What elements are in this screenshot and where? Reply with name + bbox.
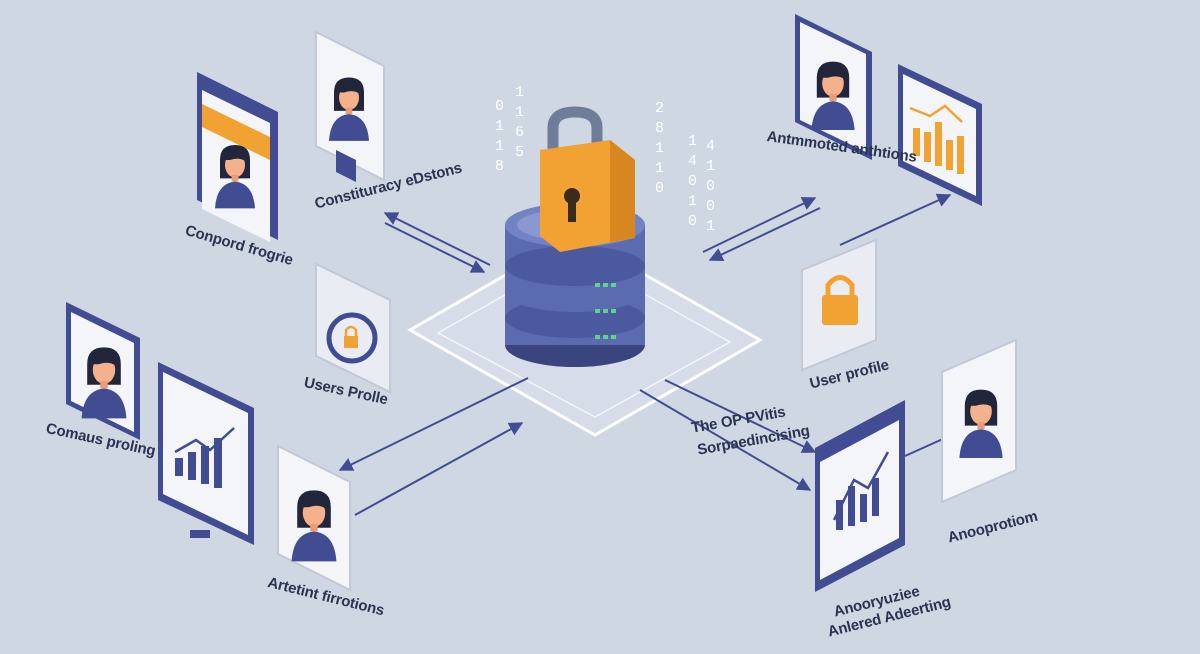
arrow-to-chart-monitor bbox=[839, 193, 952, 246]
person-avatar-icon bbox=[291, 490, 337, 562]
arrow-to-advertising bbox=[639, 389, 812, 491]
person-card-anonymization bbox=[941, 338, 1017, 504]
person-avatar-icon bbox=[215, 145, 255, 209]
browser-window-icon bbox=[815, 400, 905, 592]
person-card-constituency bbox=[315, 30, 385, 182]
person-card-campaign bbox=[66, 302, 140, 440]
browser-window-icon bbox=[197, 72, 278, 242]
arrow-to-analytics bbox=[702, 197, 817, 253]
server-status-lights bbox=[595, 283, 616, 339]
arrow-to-constituency bbox=[383, 212, 491, 266]
refresh-icon bbox=[326, 312, 378, 364]
person-avatar-icon bbox=[329, 77, 369, 141]
person-avatar-icon bbox=[959, 389, 1003, 458]
person-avatar-icon bbox=[811, 61, 855, 130]
arrow-from-attribution bbox=[354, 422, 524, 516]
person-card-analytics bbox=[795, 14, 872, 160]
padlock-icon bbox=[822, 295, 858, 325]
user-profile-card bbox=[801, 238, 877, 372]
person-avatar-icon bbox=[81, 347, 127, 419]
bar-chart-icon bbox=[158, 362, 254, 545]
connector-arrows bbox=[338, 193, 952, 516]
link-to-anonymization bbox=[904, 437, 946, 457]
users-profile-card bbox=[315, 262, 391, 394]
bar-chart-icon bbox=[898, 64, 982, 206]
person-card-attribution bbox=[277, 444, 351, 592]
arrow-to-attribution bbox=[338, 377, 529, 471]
arrow-to-advertising-2 bbox=[664, 379, 817, 453]
arrow-from-constituency bbox=[384, 222, 486, 273]
padlock-icon bbox=[540, 106, 635, 252]
arrow-from-analytics bbox=[708, 207, 821, 261]
